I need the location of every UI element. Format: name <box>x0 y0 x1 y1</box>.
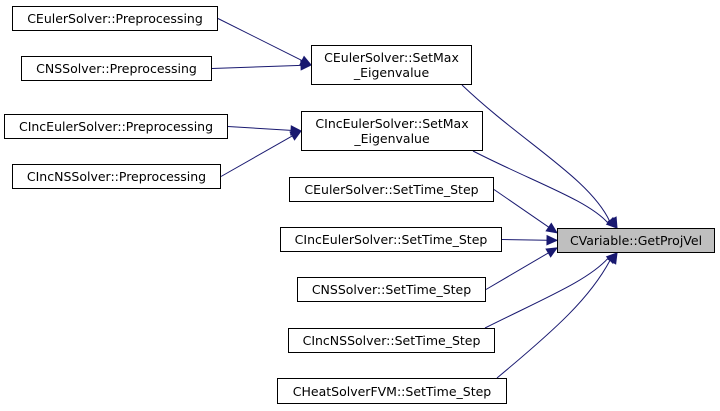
arrowhead <box>546 234 559 246</box>
node-cheatsolverfvm-settime-step[interactable]: CHeatSolverFVM::SetTime_Step <box>277 378 507 404</box>
arrowhead <box>545 247 559 258</box>
node-ceulersolver-setmax-eigenvalue[interactable]: CEulerSolver::SetMax _Eigenvalue <box>311 45 472 85</box>
node-label: CEulerSolver::SetTime_Step <box>304 182 479 197</box>
node-cvariable-getprojvel: CVariable::GetProjVel <box>557 228 715 253</box>
node-label: CVariable::GetProjVel <box>569 233 703 248</box>
node-label-line-2: _Eigenvalue <box>354 131 430 146</box>
node-label: CNSSolver::SetTime_Step <box>311 282 472 297</box>
call-edge <box>496 259 611 379</box>
call-edge <box>220 135 293 177</box>
node-label: CIncEulerSolver::SetTime_Step <box>294 232 488 247</box>
call-edge <box>472 150 609 224</box>
call-edge <box>211 64 302 69</box>
node-ceulersolver-settime-step[interactable]: CEulerSolver::SetTime_Step <box>289 177 494 202</box>
node-label: CIncEulerSolver::Preprocessing <box>18 119 214 134</box>
call-edge <box>217 18 303 61</box>
node-cnssolver-preprocessing[interactable]: CNSSolver::Preprocessing <box>21 56 212 81</box>
node-label-line-1: CEulerSolver::SetMax <box>324 50 459 65</box>
node-label-line-1: CIncEulerSolver::SetMax <box>315 116 469 131</box>
node-cincnssolver-preprocessing[interactable]: CIncNSSolver::Preprocessing <box>12 164 221 189</box>
arrowhead <box>289 130 303 141</box>
call-edge <box>484 257 609 329</box>
node-label: CIncNSSolver::SetTime_Step <box>302 333 481 348</box>
call-edge <box>501 239 548 241</box>
arrowhead <box>300 60 313 71</box>
node-cnssolver-settime-step[interactable]: CNSSolver::SetTime_Step <box>297 277 486 302</box>
node-cinceulersolver-settime-step[interactable]: CIncEulerSolver::SetTime_Step <box>280 227 502 252</box>
arrowhead <box>545 222 559 234</box>
arrowhead <box>605 216 618 229</box>
call-edge <box>227 126 292 131</box>
arrowhead <box>607 251 618 265</box>
node-label: CNSSolver::Preprocessing <box>36 61 197 76</box>
node-label-line-2: _Eigenvalue <box>353 65 430 80</box>
node-label: CHeatSolverFVM::SetTime_Step <box>292 383 492 399</box>
node-cincnssolver-settime-step[interactable]: CIncNSSolver::SetTime_Step <box>288 328 495 353</box>
call-edge <box>493 189 550 228</box>
node-label: CEulerSolver::Preprocessing <box>27 11 203 26</box>
call-edge <box>485 252 549 290</box>
node-cinceulersolver-preprocessing[interactable]: CIncEulerSolver::Preprocessing <box>4 114 228 139</box>
node-label: CIncNSSolver::Preprocessing <box>26 169 207 184</box>
node-cinceulersolver-setmax-eigenvalue[interactable]: CIncEulerSolver::SetMax _Eigenvalue <box>301 111 483 151</box>
call-edge <box>461 84 611 222</box>
node-ceulersolver-preprocessing[interactable]: CEulerSolver::Preprocessing <box>12 6 218 31</box>
